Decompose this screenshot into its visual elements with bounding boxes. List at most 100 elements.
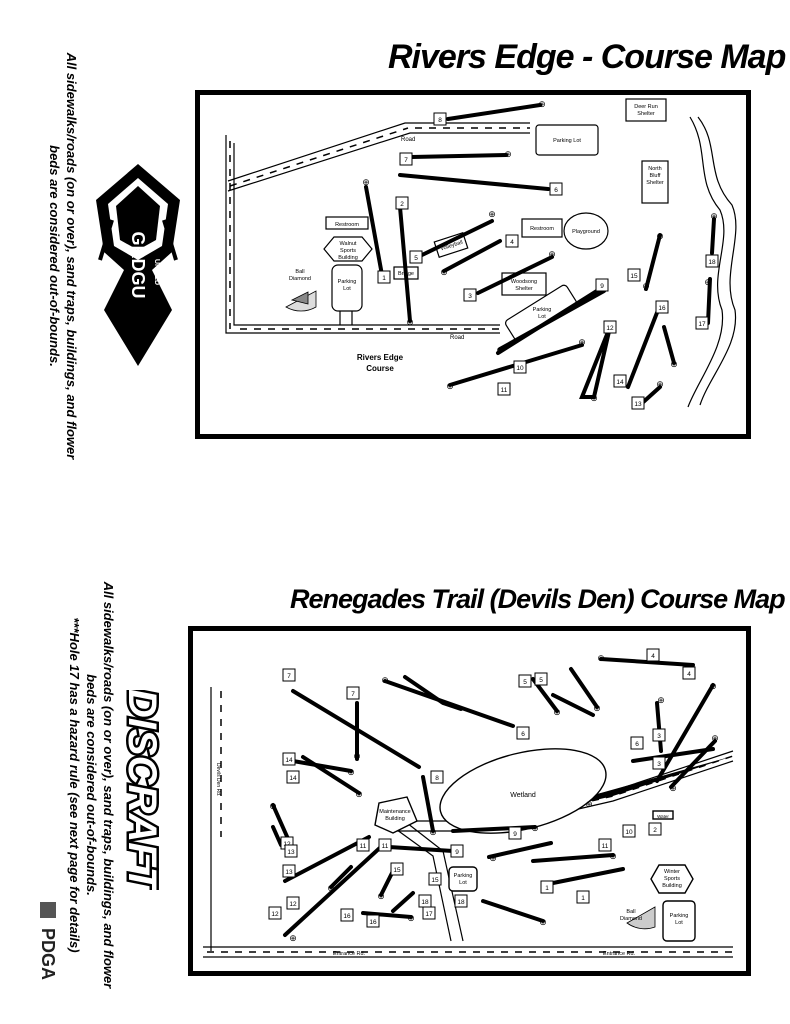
road-label: Road [450,335,464,341]
hole-box [430,770,444,784]
hole-box [695,316,709,330]
shelter-label: Shelter [646,180,664,186]
logo-text: GRDGU [128,232,148,299]
note-line: beds are considered out-of-bounds. [84,674,99,896]
road-label: Devils Den Rd. [215,763,221,796]
parking-lot-label: Lot [538,314,546,320]
building-label: Building [662,883,682,889]
restroom-label: Restroom [530,226,554,232]
walnut-sports-building [323,236,373,262]
parking-lot [448,866,478,892]
hole-number: 7 [351,691,355,698]
hole-number: 18 [708,259,716,266]
svg-text:⊕: ⊕ [704,277,712,287]
river [687,116,737,408]
svg-text:⊕: ⊕ [327,883,335,893]
ball-diamond-label: Ball [626,909,635,915]
building-label: Walnut [340,241,357,247]
hole-number: 6 [635,741,639,748]
pdga-text: PDGA [38,928,58,980]
hole-box [433,112,447,126]
hole-box [428,872,442,886]
svg-text:⊕: ⊕ [406,317,414,327]
svg-text:⊕: ⊕ [377,891,385,901]
svg-text:⊕: ⊕ [656,231,664,241]
hole-number: 5 [414,255,418,262]
building-label: Building [385,816,405,822]
svg-text:⊕: ⊕ [553,707,561,717]
hole-box [627,268,641,282]
restroom-label: Restroom [335,222,359,228]
hole-box [463,288,477,302]
svg-text:⊕: ⊕ [669,783,677,793]
water-label: Water [657,814,669,819]
note-line: ***Hole 17 has a hazard rule (see next p… [67,617,82,953]
hole-box [282,864,296,878]
hole-box [497,382,511,396]
parking-lot-label: Parking [670,913,689,919]
hole-box [549,182,563,196]
hole-box [630,736,644,750]
ball-diamond [285,290,317,312]
hole-box [409,250,423,264]
hole-number: 11 [382,843,389,850]
road [225,122,530,334]
restroom [521,218,563,238]
note-line: beds are considered out-of-bounds. [47,145,62,367]
hole-number: 8 [435,775,439,782]
hole-number: 17 [698,321,706,328]
hole-box [652,728,666,742]
hole-number: 16 [658,305,666,312]
ball-diamond [626,906,656,930]
hole-box [286,896,300,910]
hole-number: 12 [606,325,614,332]
course-label: Rivers Edge [357,353,404,362]
hole-number: 11 [360,843,367,850]
parking-lot-label: Parking [533,307,552,313]
hole-number: 13 [287,849,295,856]
north-bluff-shelter [641,160,669,204]
hole-box [377,270,391,284]
hole-box [518,674,532,688]
svg-text:⊕: ⊕ [642,281,650,291]
hole-number: 5 [539,677,543,684]
svg-text:⊕: ⊕ [362,177,370,187]
hole-number: 11 [501,387,508,394]
hole-box [540,880,554,894]
hole-number: 16 [369,919,377,926]
svg-text:⊕: ⊕ [407,913,415,923]
building-label: Sports [340,248,356,254]
svg-text:⊕: ⊕ [446,381,454,391]
svg-text:⊕: ⊕ [609,851,617,861]
hole-number: 16 [343,913,351,920]
hole-number: 10 [625,829,633,836]
svg-text:⊕: ⊕ [585,799,593,809]
hole-box [390,862,404,876]
rivers-edge-map: Road Road Parking Lot Deer Run Shelter N… [195,90,751,439]
svg-text:⊕: ⊕ [504,149,512,159]
svg-text:⊕: ⊕ [597,653,605,663]
parking-lot [662,900,696,942]
svg-text:⊕: ⊕ [353,751,361,761]
fairways [364,103,716,407]
hole-number: 6 [521,731,525,738]
hole-number: 6 [554,187,558,194]
hole-box [268,906,282,920]
hole-number: 9 [600,283,604,290]
road-label: Road [401,137,415,143]
hole-number: 12 [289,901,297,908]
svg-text:⊕: ⊕ [488,209,496,219]
hole-box [652,756,666,770]
svg-text:⊕: ⊕ [593,703,601,713]
hole-box [395,196,409,210]
fairways [271,657,717,937]
out-of-bounds-note: All sidewalks/roads (on or over), sand t… [66,580,117,990]
svg-text:⊕: ⊕ [578,337,586,347]
hole-box [595,278,609,292]
hole-number: 7 [287,673,291,680]
hole-number: 3 [468,293,472,300]
building-label: Winter [664,869,680,875]
shelter-label: North [648,166,661,172]
svg-text:⊕: ⊕ [440,267,448,277]
svg-text:⊕: ⊕ [539,917,547,927]
